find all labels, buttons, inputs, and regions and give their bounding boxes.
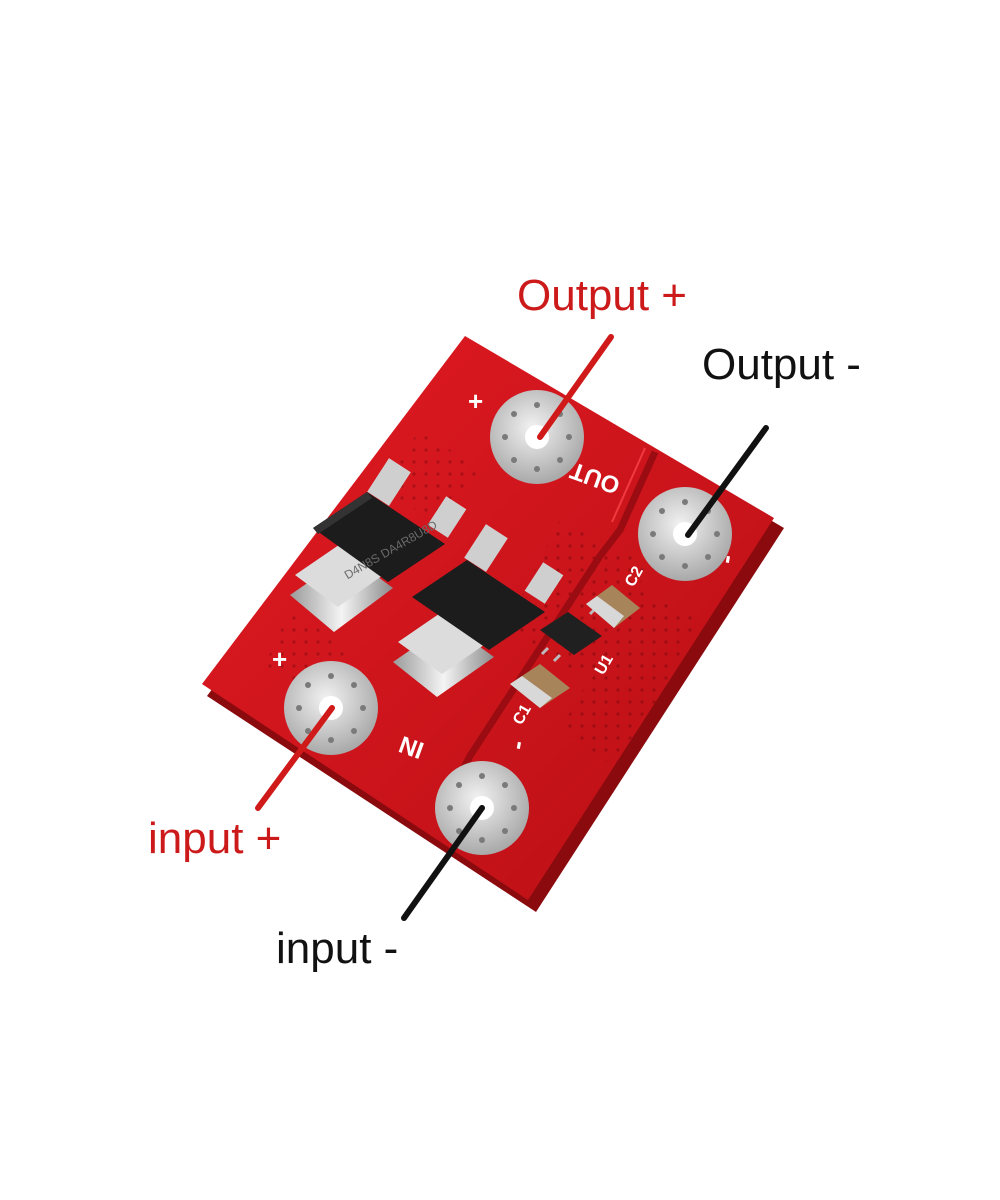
pointer-input-plus xyxy=(255,705,335,811)
pointer-output-minus xyxy=(685,425,769,538)
capacitor-c2 xyxy=(586,585,640,628)
label-output-minus: Output - xyxy=(702,340,861,389)
label-input-plus: input + xyxy=(148,814,282,863)
silk-in-plus: + xyxy=(272,644,287,674)
capacitor-c1 xyxy=(510,664,570,708)
label-output-plus: Output + xyxy=(517,271,688,320)
mosfet-2 xyxy=(393,524,564,697)
via-field xyxy=(380,430,480,520)
label-input-minus: input - xyxy=(276,924,399,973)
pointer-input-minus xyxy=(401,805,485,921)
pad-dots xyxy=(296,402,720,843)
mosfet-1 xyxy=(290,458,467,632)
pointer-output-plus xyxy=(537,334,614,440)
silk-out-plus: + xyxy=(468,386,483,416)
via-field xyxy=(560,590,700,770)
pcb-divider xyxy=(611,447,646,523)
